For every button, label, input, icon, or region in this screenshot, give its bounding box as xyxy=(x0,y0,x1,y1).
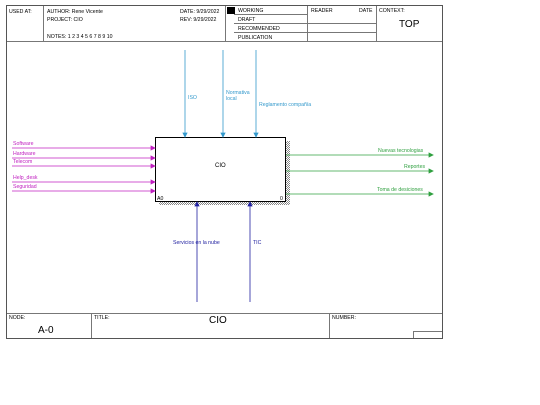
input-label-seguridad: Seguridad xyxy=(13,184,37,190)
activity-code: A0 xyxy=(157,196,164,202)
input-arrowhead xyxy=(150,188,156,194)
output-arrowhead xyxy=(428,191,434,197)
status-recommended: RECOMMENDED xyxy=(238,26,280,32)
activity-label: CIO xyxy=(215,163,226,169)
output-label-nuevas: Nuevas tecnologias xyxy=(378,148,424,154)
header-divider xyxy=(43,6,44,41)
input-label-telecom: Telecom xyxy=(13,159,33,165)
footer-divider xyxy=(91,313,92,338)
date-field: DATE: 9/29/2022 xyxy=(180,9,220,15)
reader-date-label: DATE xyxy=(359,8,373,14)
output-label-reportes: Reportes xyxy=(404,164,426,170)
footer-page-box xyxy=(413,331,442,338)
notes-field: NOTES: 1 2 3 4 5 6 7 8 9 10 xyxy=(47,34,113,40)
rev-field: REV: 9/29/2022 xyxy=(180,17,217,23)
control-label-normativa: Normativa local xyxy=(226,90,250,102)
control-arrowhead xyxy=(220,132,226,138)
header-divider xyxy=(234,14,307,15)
input-arrowhead xyxy=(150,179,156,185)
activity-number: 0 xyxy=(280,196,283,202)
mechanism-label-nube: Servicios en la nube xyxy=(173,240,220,246)
title-value: CIO xyxy=(209,315,227,326)
input-label-hardware: Hardware xyxy=(13,151,36,157)
control-label-reglamento: Reglamento compañía xyxy=(259,102,312,108)
header-divider xyxy=(234,32,376,33)
input-arrowhead xyxy=(150,145,156,151)
status-working: WORKING xyxy=(238,8,264,14)
input-arrowhead xyxy=(150,155,156,161)
mechanism-arrowhead xyxy=(194,201,200,207)
activity-box[interactable] xyxy=(155,137,286,202)
input-label-helpdesk: Help_desk xyxy=(13,175,38,181)
control-label-iso: ISO xyxy=(188,95,197,101)
mechanism-label-tic: TIC xyxy=(253,240,262,246)
project-field: PROJECT: CIO xyxy=(47,17,83,23)
footer-divider xyxy=(329,313,330,338)
context-label: CONTEXT: xyxy=(379,8,405,14)
mechanism-arrowhead xyxy=(247,201,253,207)
header-divider xyxy=(376,6,377,41)
title-label: TITLE: xyxy=(94,315,110,321)
control-arrowhead xyxy=(182,132,188,138)
input-label-software: Software xyxy=(13,141,34,147)
used-at-label: USED AT: xyxy=(9,9,32,15)
working-status-marker xyxy=(227,7,235,14)
context-value: TOP xyxy=(399,19,420,30)
header-divider xyxy=(234,23,376,24)
output-arrowhead xyxy=(428,168,434,174)
author-field: AUTHOR: Rene Vicente xyxy=(47,9,103,15)
header-bottom-border xyxy=(7,41,442,42)
footer-top-border xyxy=(7,313,442,314)
output-arrowhead xyxy=(428,152,434,158)
header-divider xyxy=(225,6,226,41)
reader-label: READER xyxy=(311,8,333,14)
node-label: NODE: xyxy=(9,315,26,321)
input-arrowhead xyxy=(150,163,156,169)
output-label-toma: Toma de desiciones xyxy=(377,187,423,193)
control-arrowhead xyxy=(253,132,259,138)
status-draft: DRAFT xyxy=(238,17,256,23)
number-label: NUMBER: xyxy=(332,315,356,321)
status-publication: PUBLICATION xyxy=(238,35,273,41)
node-value: A-0 xyxy=(38,325,54,336)
